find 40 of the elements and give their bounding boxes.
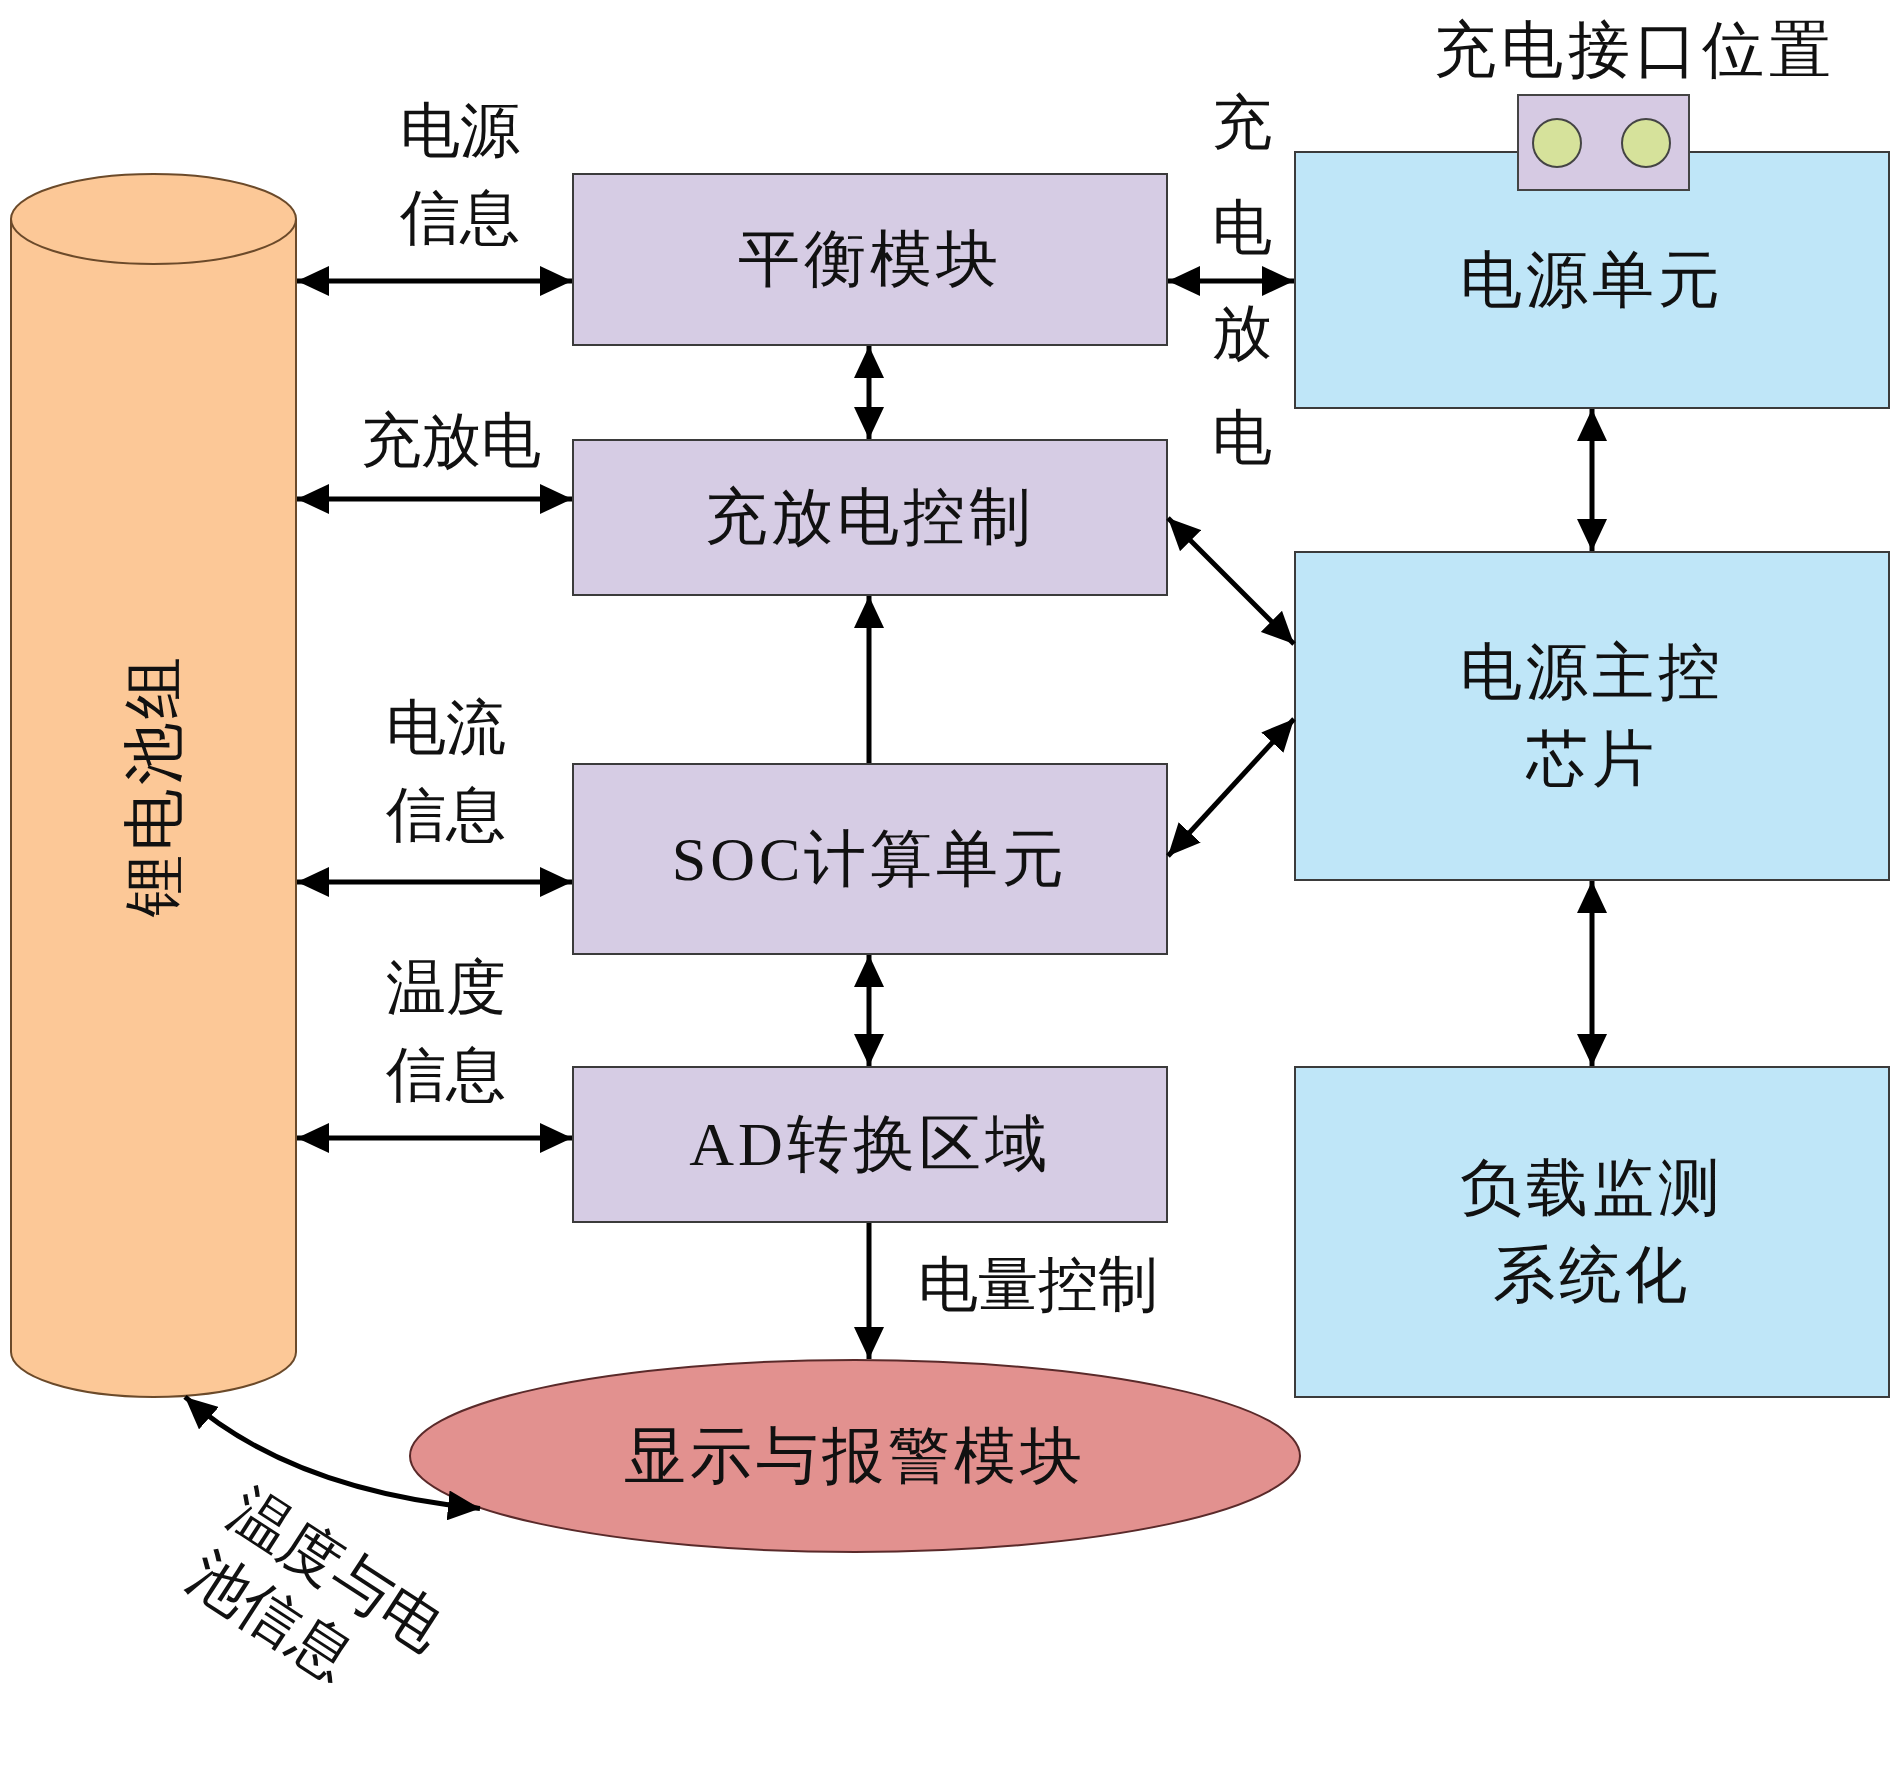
- arrow: [854, 1223, 884, 1360]
- double-arrow: [297, 266, 572, 296]
- double-arrow: [1166, 717, 1296, 858]
- node-label: 充电接口位置: [1433, 16, 1837, 85]
- process-box: [572, 439, 1168, 596]
- node-label: 锂电池组: [119, 653, 188, 918]
- process-box: [1294, 151, 1890, 409]
- node-label: 电源单元: [1460, 244, 1724, 316]
- process-box: [1294, 551, 1890, 881]
- double-arrow: [1577, 409, 1607, 551]
- node-label: 平衡模块: [738, 224, 1002, 296]
- battery-cylinder: [10, 173, 297, 1398]
- process-box: [572, 1066, 1168, 1223]
- double-arrow: [1166, 516, 1296, 646]
- double-arrow: [297, 867, 572, 897]
- edge-label: 温度与电池信息: [176, 1475, 457, 1695]
- node-label: 显示与报警模块: [624, 1420, 1086, 1492]
- process-box: [572, 173, 1168, 346]
- double-arrow: [297, 1123, 572, 1153]
- module-ellipse: [409, 1359, 1301, 1553]
- double-arrow: [183, 1394, 481, 1520]
- node-label: 充放电控制: [705, 482, 1035, 554]
- edge-label: 温度信息: [385, 954, 507, 1110]
- process-box: [572, 763, 1168, 955]
- edge-label: 充放电: [360, 408, 542, 474]
- double-arrow: [854, 955, 884, 1066]
- edge-label: 电量控制: [917, 1252, 1159, 1318]
- process-box: [1294, 1066, 1890, 1398]
- double-arrow: [297, 484, 572, 514]
- double-arrow: [1577, 881, 1607, 1066]
- node-label: 电源主控芯片: [1459, 637, 1725, 795]
- node-label: SOC计算单元: [671, 823, 1069, 895]
- edge-label: 电流信息: [385, 694, 507, 850]
- double-arrow: [1168, 266, 1294, 296]
- node-label: 负载监测系统化: [1459, 1153, 1725, 1311]
- edge-label: 充电放电: [1212, 89, 1272, 473]
- arrow: [854, 596, 884, 763]
- edge-label: 电源信息: [399, 97, 521, 253]
- node-label: AD转换区域: [689, 1109, 1051, 1181]
- double-arrow: [854, 346, 884, 439]
